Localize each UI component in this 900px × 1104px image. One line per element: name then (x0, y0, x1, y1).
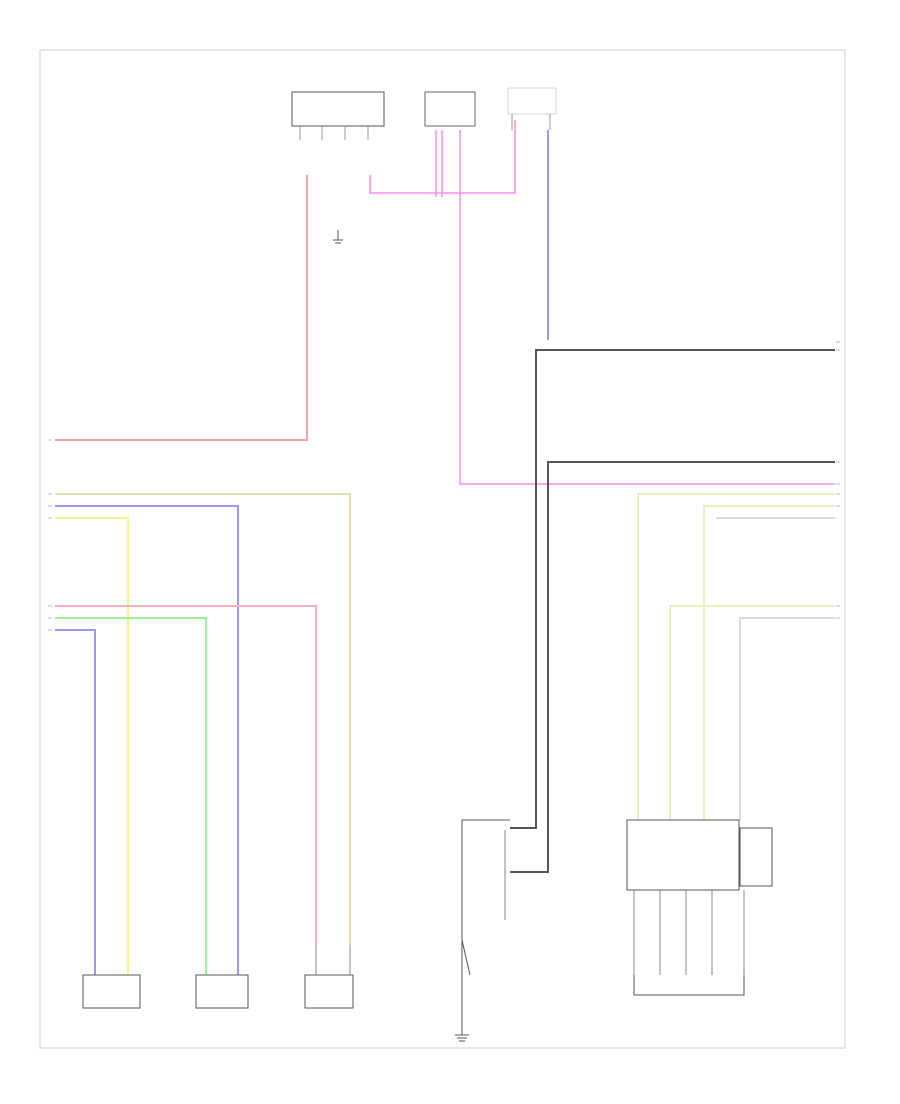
wire-blue-left (55, 505, 239, 975)
wire-dark-2 (510, 461, 835, 873)
connector-marks-right (836, 341, 840, 619)
ground-symbol-top (333, 230, 343, 244)
sensor-center-left (195, 974, 249, 1009)
wire-blue-left-2 (55, 629, 96, 975)
wire-yellow-left (55, 517, 129, 975)
connector-marks-left (48, 439, 52, 631)
sensor-center (304, 974, 354, 1009)
wire-redtan-left (55, 605, 317, 945)
wire-grey-right-2 (739, 617, 835, 820)
wire-green-left (55, 617, 207, 975)
wire-dark-1 (510, 349, 835, 829)
sensor-left (82, 974, 141, 1009)
wire-red-top (55, 175, 308, 441)
wire-yellow-right-1 (637, 493, 835, 820)
diagram-frame (39, 49, 846, 1049)
top-module-center (424, 91, 476, 127)
wire-yellow-right-2 (703, 505, 835, 820)
wire-pink-long (459, 130, 835, 485)
airbag-control-module (626, 819, 773, 996)
top-module-right (507, 87, 557, 130)
top-module-left (291, 91, 385, 140)
wire-yellow-right-3 (669, 605, 835, 820)
wire-tan-left (55, 493, 351, 945)
seat-switch (455, 819, 510, 1042)
